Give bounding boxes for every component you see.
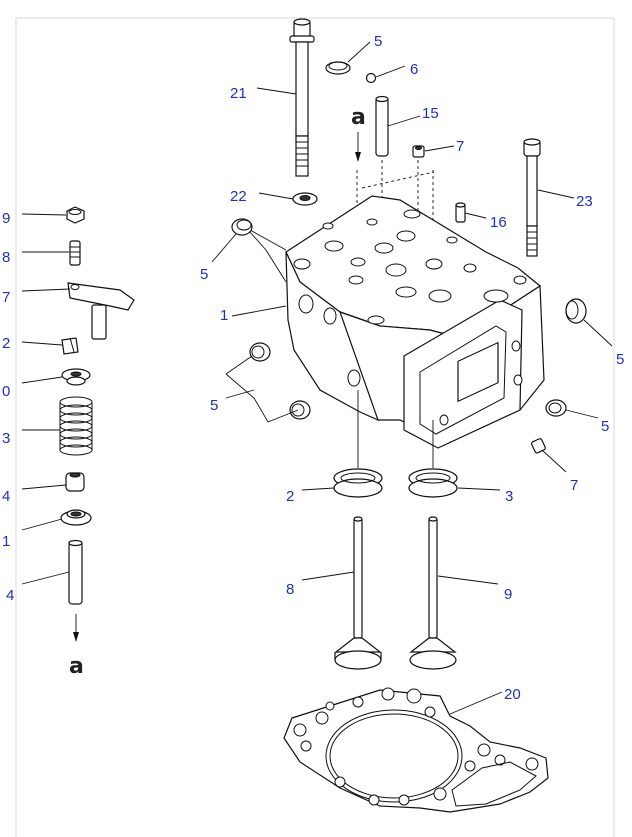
part-long-bolt xyxy=(523,138,541,257)
callout-left-4b: 4 xyxy=(6,587,14,604)
part-small-plug-top xyxy=(412,145,425,158)
part-adjusting-screw xyxy=(69,240,81,266)
leader-15 xyxy=(387,115,421,127)
part-valve-guide xyxy=(68,539,83,605)
callout-left-2: 2 xyxy=(2,335,10,352)
part-steel-ball xyxy=(365,72,377,84)
part-spring-retainer xyxy=(61,368,91,386)
part-nut xyxy=(66,206,85,224)
leader-1 xyxy=(231,305,287,317)
part-head-bolt xyxy=(289,18,315,177)
leader-l2 xyxy=(21,341,63,346)
part-valve-seat-exhaust xyxy=(408,468,458,498)
leader-l4b xyxy=(21,571,70,585)
part-exhaust-valve xyxy=(409,516,457,670)
leader-23 xyxy=(537,189,575,199)
part-head-gasket xyxy=(283,687,549,813)
callout-20: 20 xyxy=(504,686,521,703)
part-spring-seat xyxy=(60,509,92,526)
part-cylinder-head xyxy=(249,195,545,449)
arrow-a-top xyxy=(355,132,361,162)
callout-5-top: 5 xyxy=(374,33,382,50)
callout-5-lower-right: 5 xyxy=(601,418,609,435)
callout-left-1: 1 xyxy=(2,533,10,550)
leader-16 xyxy=(464,212,487,219)
part-expansion-plug-right-lower xyxy=(545,399,567,417)
callout-7-top: 7 xyxy=(456,138,464,155)
callout-3-seat: 3 xyxy=(505,488,513,505)
leader-20 xyxy=(449,691,503,715)
callout-22: 22 xyxy=(230,188,247,205)
part-small-plug-lower xyxy=(530,438,546,454)
callout-21: 21 xyxy=(230,85,247,102)
callout-7-lower: 7 xyxy=(570,477,578,494)
part-valve-seat-intake xyxy=(333,468,383,498)
part-valve-cotter xyxy=(61,337,79,355)
leader-9 xyxy=(437,575,499,585)
leader-2 xyxy=(301,487,335,491)
part-expansion-plug-left-low xyxy=(289,400,311,420)
leader-8 xyxy=(301,571,355,581)
part-washer xyxy=(292,192,318,206)
alignment-line-cross xyxy=(361,171,435,189)
callout-left-7: 7 xyxy=(2,289,10,306)
leader-3 xyxy=(457,487,501,491)
part-expansion-plug-top xyxy=(325,61,351,75)
arrow-a-top-label: a xyxy=(351,105,366,130)
part-intake-valve xyxy=(334,516,382,670)
part-valve-stem-seal xyxy=(65,472,85,492)
callout-5-lower-left: 5 xyxy=(210,397,218,414)
arrow-a-left-label: a xyxy=(69,654,84,679)
callout-left-0: 0 xyxy=(2,383,10,400)
leader-5d-main xyxy=(225,389,255,399)
callout-16: 16 xyxy=(490,214,507,231)
callout-23: 23 xyxy=(576,193,593,210)
leader-5d-up xyxy=(225,355,253,375)
callout-left-8: 8 xyxy=(2,249,10,266)
part-expansion-plug-left-mid xyxy=(249,342,271,362)
callout-15: 15 xyxy=(422,105,439,122)
callout-left-9: 9 xyxy=(2,210,10,227)
callout-8-valve: 8 xyxy=(286,581,294,598)
leader-7b xyxy=(541,449,567,473)
leader-5d-branch xyxy=(225,373,299,423)
part-expansion-plug-left xyxy=(231,218,253,236)
leader-21 xyxy=(256,87,297,95)
leader-5e xyxy=(565,409,599,419)
callout-left-4a: 4 xyxy=(2,488,10,505)
leader-5b xyxy=(211,233,237,263)
callout-5-right: 5 xyxy=(616,351,624,368)
callout-5-left: 5 xyxy=(200,266,208,283)
callout-1-head: 1 xyxy=(220,307,228,324)
leader-5c xyxy=(583,319,613,347)
leader-6 xyxy=(375,65,406,78)
arrow-a-left xyxy=(73,614,79,642)
leader-l0 xyxy=(21,376,63,384)
part-rocker-arm xyxy=(67,282,135,340)
leader-l9 xyxy=(21,213,67,216)
leader-l7 xyxy=(21,288,71,292)
leader-l1 xyxy=(21,518,63,531)
part-expansion-plug-right xyxy=(565,298,587,324)
part-dowel-pin xyxy=(375,95,389,157)
callout-left-3: 3 xyxy=(2,430,10,447)
leader-5a xyxy=(347,41,371,63)
leader-l4a xyxy=(21,484,67,490)
leader-7a xyxy=(424,145,455,152)
leader-22 xyxy=(258,192,294,200)
part-sleeve-pin xyxy=(455,202,466,223)
part-valve-spring xyxy=(59,396,93,456)
callout-2-seat: 2 xyxy=(286,488,294,505)
callout-6: 6 xyxy=(410,61,418,78)
callout-9-valve: 9 xyxy=(504,586,512,603)
